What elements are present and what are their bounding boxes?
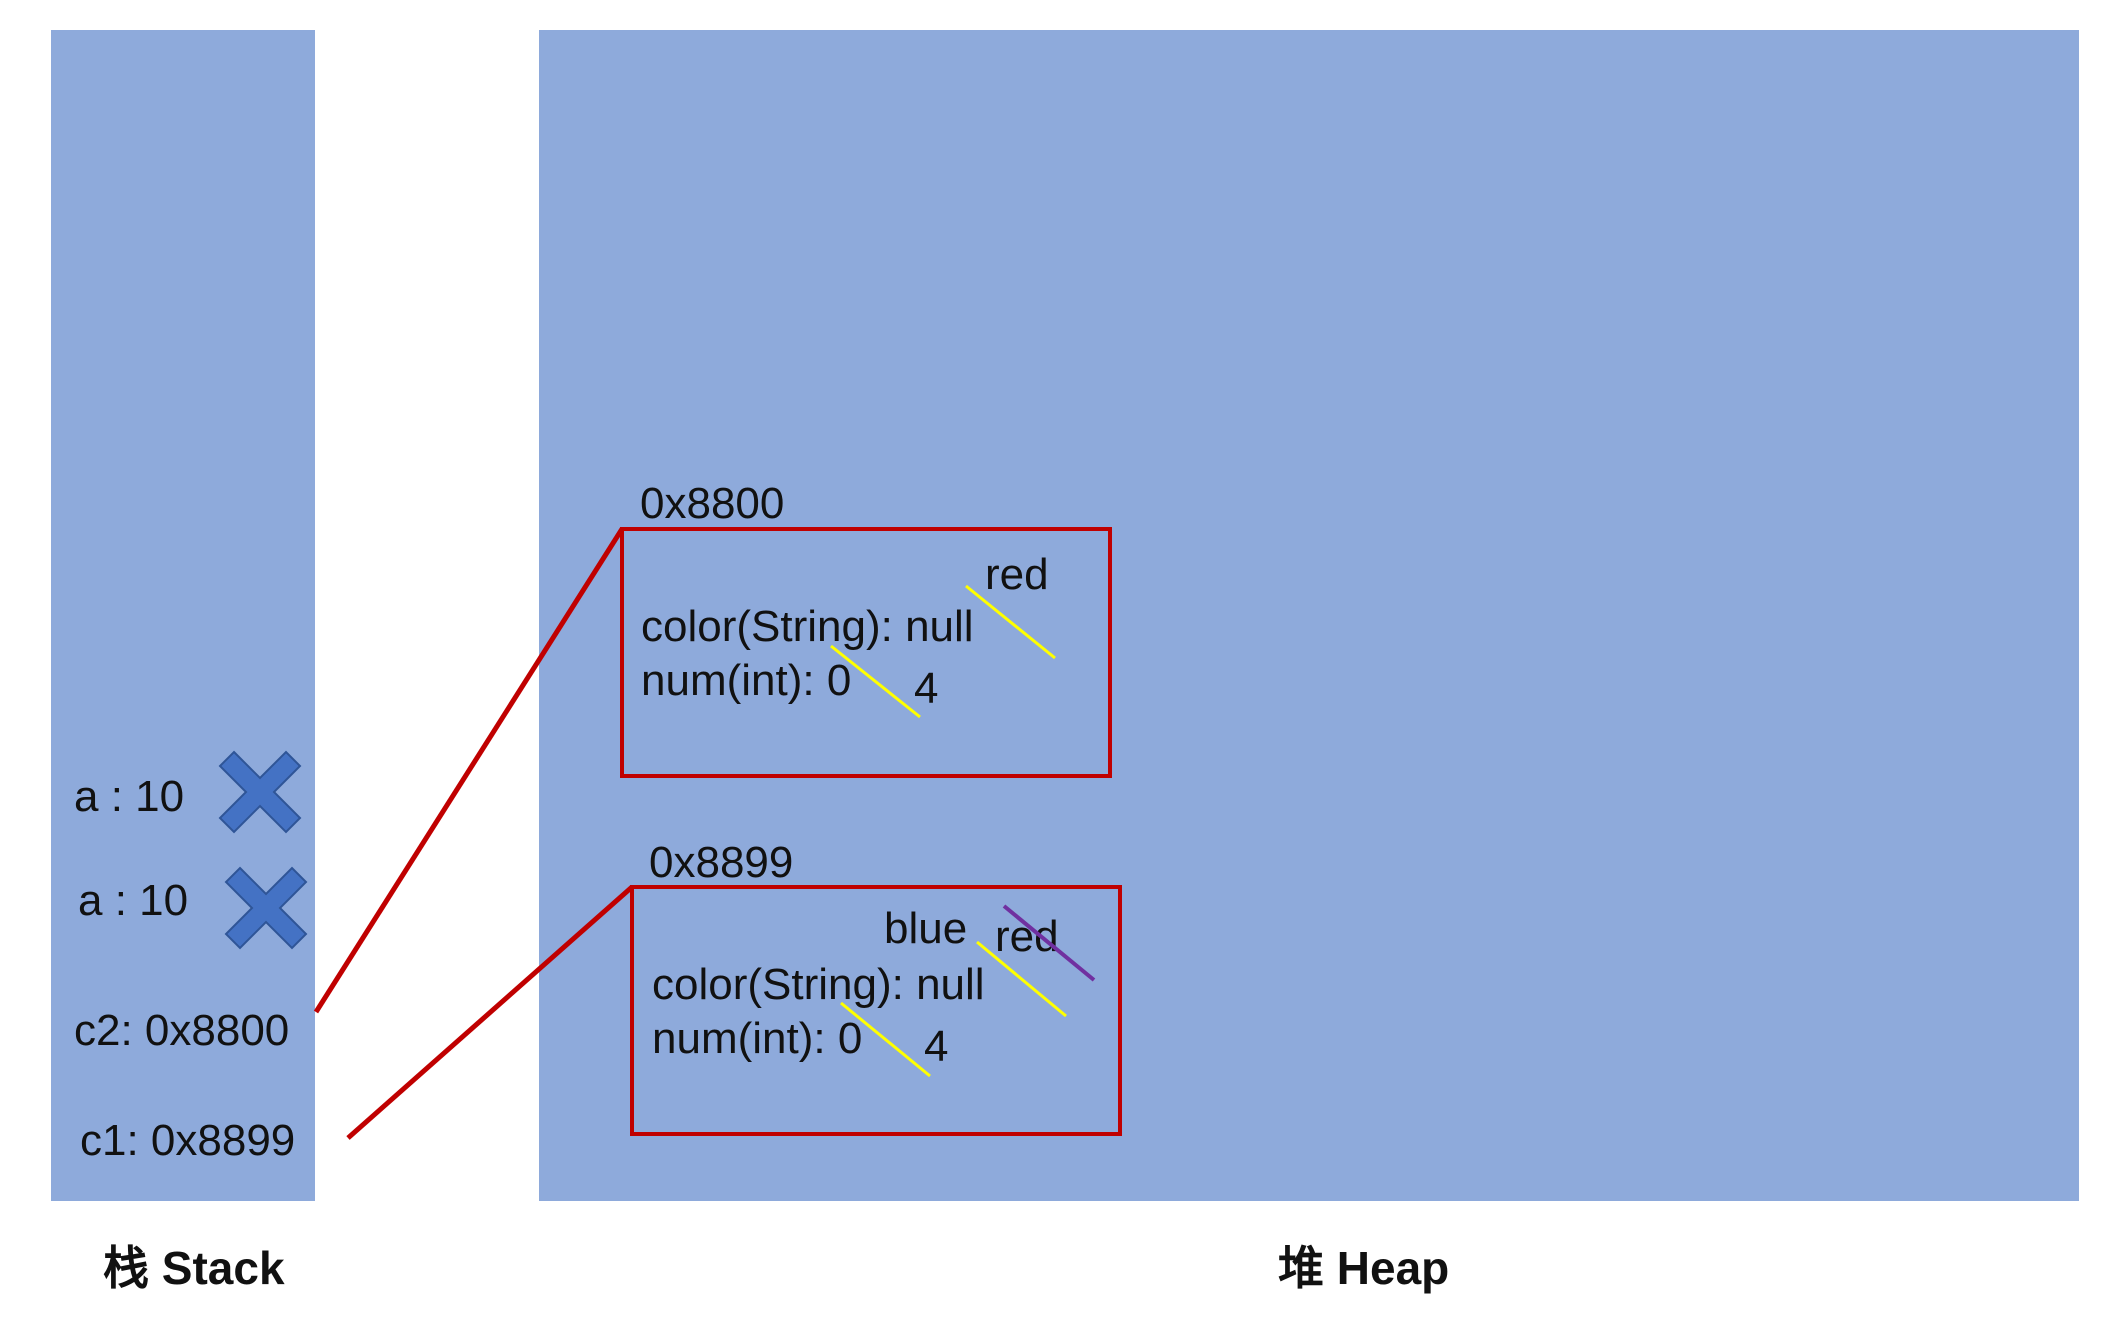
heap-object-new-num: 4	[924, 1022, 949, 1071]
stack-entry-c1: c1: 0x8899	[80, 1116, 296, 1165]
heap-object-new-color-red: red	[995, 912, 1059, 961]
heap-object-color-field: color(String): null	[652, 960, 985, 1009]
heap-object-new-color-red: red	[985, 550, 1049, 599]
stack-title: 栈 Stack	[103, 1242, 285, 1294]
heap-title: 堆 Heap	[1278, 1242, 1450, 1294]
stack-entry-a-bottom: a : 10	[78, 876, 189, 925]
heap-object-color-field: color(String): null	[641, 602, 974, 651]
heap-object-address-0x8800: 0x8800	[640, 479, 785, 528]
heap-object-new-color-blue: blue	[884, 904, 968, 953]
stack-entry-a-top: a : 10	[74, 772, 185, 821]
heap-object-address-0x8899: 0x8899	[649, 838, 794, 887]
heap-object-num-field: num(int): 0	[652, 1014, 863, 1063]
heap-object-num-field: num(int): 0	[641, 656, 852, 705]
stack-region	[51, 30, 315, 1201]
stack-entry-c2: c2: 0x8800	[74, 1006, 290, 1055]
heap-object-new-num: 4	[914, 664, 939, 713]
